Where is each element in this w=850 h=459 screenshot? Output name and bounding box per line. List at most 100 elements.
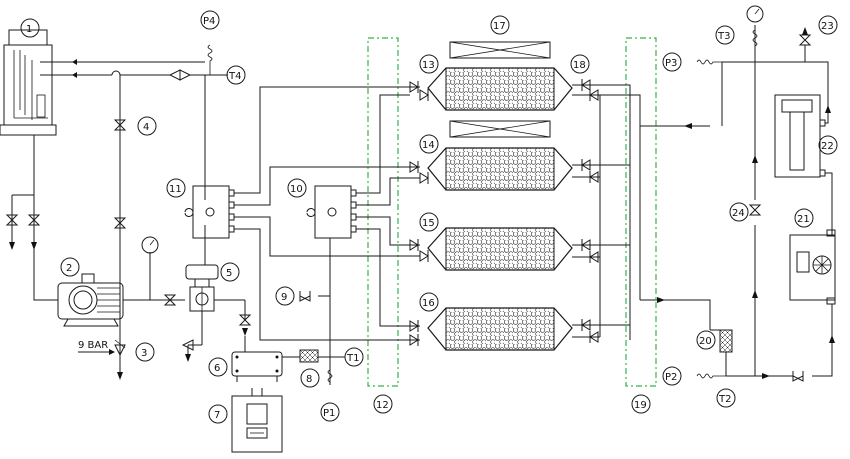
- insulation-17: [449, 41, 551, 138]
- p4-coil-icon: [207, 44, 213, 75]
- manifold-11: [192, 185, 235, 239]
- fm-out-line: [825, 95, 829, 124]
- pump21-in-line: [812, 304, 833, 377]
- label-17: 17: [493, 21, 506, 32]
- m10-line-2: [356, 177, 420, 206]
- label-7: 7: [214, 410, 220, 421]
- outlet-header-line: [599, 94, 710, 337]
- reactor-15: [427, 227, 573, 271]
- label-23: 23: [821, 21, 834, 32]
- reactor-14: [427, 147, 573, 191]
- check-valve: [163, 294, 177, 306]
- label-21: 21: [797, 214, 810, 225]
- label-t4: T4: [228, 71, 241, 82]
- label-t3: T3: [717, 31, 730, 42]
- label-24: 24: [732, 208, 745, 219]
- pump-2: [57, 273, 124, 327]
- label-4: 4: [143, 122, 149, 133]
- flow-arrow-icon: [72, 59, 77, 65]
- tank-drain-line: [11, 135, 58, 301]
- pump-suction-valve: [792, 371, 804, 382]
- label-t1: T1: [346, 353, 359, 364]
- label-p2: P2: [665, 372, 677, 383]
- p1-coil-icon: [327, 369, 333, 383]
- m11-line-4: [234, 228, 420, 341]
- valve5-out-line: [214, 299, 246, 320]
- label-18: 18: [573, 60, 586, 71]
- outlet-collector-line: [572, 84, 631, 340]
- label-6: 6: [214, 363, 220, 374]
- flow-arrow-icon: [752, 155, 758, 163]
- valve5-drain-line: [187, 311, 203, 358]
- heat-exchanger-6: [231, 351, 283, 382]
- label-p1: P1: [323, 408, 335, 419]
- filter-8: [299, 349, 319, 363]
- label-14: 14: [422, 140, 435, 151]
- outlet-return-line: [639, 126, 711, 330]
- pressure-gauge-icon: [141, 236, 159, 254]
- bleed-valve: [238, 314, 252, 326]
- m10-line-1: [356, 94, 410, 194]
- label-19: 19: [634, 400, 647, 411]
- fm-in-line: [825, 172, 833, 235]
- pressure-note: 9 BAR: [78, 340, 108, 351]
- p2-coil-icon: [696, 373, 726, 379]
- flow-arrow-icon: [684, 123, 692, 129]
- label-8: 8: [306, 374, 312, 385]
- flow-arrow-icon: [72, 72, 77, 78]
- coil-icon: [752, 29, 758, 47]
- label-p4: P4: [203, 16, 215, 27]
- reactor-outlet-valves: [581, 79, 599, 343]
- m11-line-3: [234, 216, 420, 257]
- label-9: 9: [281, 292, 287, 303]
- valve-9: [299, 291, 311, 302]
- label-t2: T2: [718, 394, 731, 405]
- zone-12-frame: [367, 37, 399, 387]
- m10-line-4: [356, 228, 420, 327]
- label-22: 22: [821, 141, 834, 152]
- p3-coil-icon: [696, 59, 722, 65]
- return-to-tank-line: [721, 61, 829, 126]
- relief-valve-3: [114, 344, 126, 357]
- tank-feed-line: [40, 70, 170, 76]
- manifold-10: [314, 185, 357, 239]
- valve-4: [113, 119, 127, 131]
- reactor-13: [427, 67, 573, 111]
- drain-valve: [5, 214, 41, 250]
- chiller-unit-7: [231, 388, 283, 453]
- reactor-inlet-valves: [409, 81, 429, 346]
- control-valve-5: [185, 264, 219, 312]
- reactor-16: [427, 307, 573, 351]
- flowmeter-22: [774, 94, 826, 178]
- valve-23: [798, 34, 812, 46]
- flow-arrow-icon: [117, 372, 123, 380]
- filter-20: [719, 329, 733, 353]
- label-p3: P3: [665, 58, 677, 69]
- flow-arrow-icon: [752, 290, 758, 298]
- zone-19-frame: [625, 37, 657, 387]
- bypass-valve: [113, 217, 127, 229]
- filter20-line: [710, 329, 727, 376]
- flow-arrow-icon: [657, 297, 665, 303]
- label-12: 12: [376, 400, 389, 411]
- t4-valve: [168, 69, 192, 81]
- rotary-indicator-icon: [306, 208, 316, 217]
- label-11: 11: [169, 184, 182, 195]
- label-15: 15: [422, 218, 435, 229]
- label-13: 13: [422, 60, 435, 71]
- pressure-gauge-icon: [746, 5, 764, 23]
- callouts: 1 2 3 4 5 6 7 8 9 10 11 12 13 14 15 16 1…: [20, 10, 838, 424]
- label-2: 2: [66, 263, 72, 274]
- valve-24: [748, 204, 762, 216]
- label-16: 16: [422, 298, 435, 309]
- pump-21: [789, 229, 836, 305]
- rotary-indicator-icon: [184, 208, 194, 217]
- m11-line-2: [234, 166, 420, 206]
- label-1: 1: [26, 24, 32, 35]
- label-20: 20: [699, 336, 712, 347]
- m10-line-3: [356, 216, 420, 246]
- label-5: 5: [226, 268, 232, 279]
- label-10: 10: [290, 184, 303, 195]
- tank-1: [0, 29, 57, 136]
